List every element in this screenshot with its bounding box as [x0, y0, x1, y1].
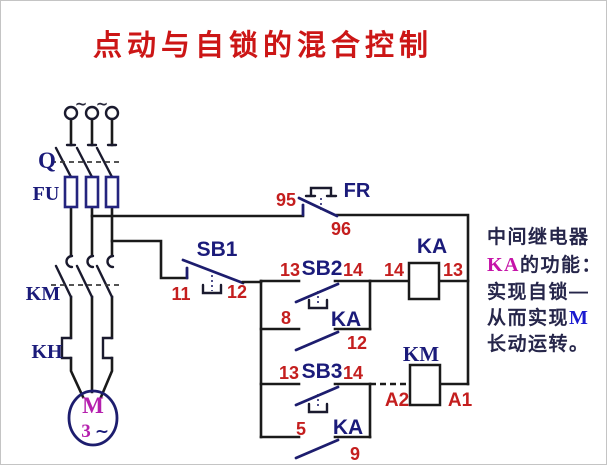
sb1-label: SB1	[197, 238, 238, 261]
annotation-line-2: KA的功能：	[487, 253, 602, 276]
ka-no2-label: KA	[333, 416, 363, 439]
motor-phase-tilde: ~	[95, 422, 109, 442]
motor-m: M 3 ~	[67, 389, 119, 447]
sb1-terminal-11: 11	[171, 284, 190, 304]
km-coil-terminal-a2: A2	[385, 390, 409, 411]
fuse-body	[104, 175, 120, 209]
annotation-ka: KA	[487, 254, 520, 276]
fuse-body	[63, 175, 79, 209]
annotation-line-5: 长动运转。	[487, 332, 590, 355]
sb2-terminal-13: 13	[280, 260, 300, 280]
control-circuit-wires	[259, 279, 470, 439]
contactor-km-label: KM	[26, 283, 61, 305]
motor-phase-digit: 3	[81, 421, 91, 442]
ka-no1-label: KA	[331, 308, 361, 331]
fr-label: FR	[344, 180, 371, 202]
annotation-m: M	[569, 307, 589, 329]
sb3-label: SB3	[302, 360, 343, 383]
fuse-body	[84, 175, 100, 209]
phase-terminal	[84, 105, 100, 121]
motor-circle	[67, 389, 119, 447]
fuse-fu-label: FU	[33, 183, 60, 205]
thermal-relay-kh: KH	[31, 336, 114, 363]
ka-no2-terminal-5: 5	[296, 419, 306, 439]
knife-switch-q: Q	[38, 143, 121, 179]
annotation-text: 中间继电器 KA的功能： 实现自锁— 从而实现M 长动运转。	[487, 225, 602, 355]
ka-coil-label: KA	[417, 235, 447, 258]
km-coil-terminal-a1: A1	[448, 390, 473, 411]
sb1-stop-button: SB1 11 12	[171, 238, 263, 304]
ka-coil-terminal-13: 13	[443, 260, 463, 280]
ka-coil-box	[407, 261, 441, 301]
fr-terminal-95: 95	[276, 190, 296, 210]
fuses-fu: FU	[33, 175, 120, 209]
page-title: 点动与自锁的混合控制	[93, 28, 433, 62]
ka-aux-contact-2: 5 KA 9	[294, 416, 363, 464]
sb3-jog-button: 13 SB3 14	[279, 360, 363, 414]
sb3-terminal-13: 13	[279, 363, 299, 383]
sb2-start-button: 13 SB2 14	[280, 257, 363, 310]
motor-letter: M	[82, 393, 104, 418]
km-coil-box	[408, 363, 442, 407]
switch-q-label: Q	[38, 148, 56, 173]
three-phase-supply: ~ ~	[63, 95, 120, 121]
ka-coil-terminal-14: 14	[384, 260, 404, 280]
sb1-terminal-12: 12	[227, 282, 247, 302]
annotation-line-1: 中间继电器	[487, 225, 590, 248]
sb2-label: SB2	[302, 257, 343, 280]
ka-aux-contact-1: 8 KA 12	[281, 308, 367, 353]
contactor-km-main-contacts: KM	[26, 254, 121, 305]
ac-tilde-mark: ~	[75, 95, 88, 113]
sb2-terminal-14: 14	[343, 260, 363, 280]
fr-thermal-contact: FR 95 96	[276, 180, 371, 239]
phase-terminal	[104, 105, 120, 121]
km-contactor-coil: KM A2 A1	[385, 342, 473, 411]
ka-no1-terminal-8: 8	[281, 308, 291, 328]
phase-terminal	[63, 105, 79, 121]
ka-no1-terminal-12: 12	[347, 333, 367, 353]
ka-no2-terminal-9: 9	[350, 444, 360, 464]
sb3-terminal-14: 14	[343, 363, 363, 383]
thermal-kh-label: KH	[31, 341, 63, 363]
annotation-line-4: 从而实现M	[487, 306, 589, 329]
ka-relay-coil: KA 14 13	[384, 235, 463, 301]
ac-tilde-mark: ~	[96, 95, 109, 113]
km-coil-label: KM	[403, 342, 439, 366]
fr-terminal-96: 96	[331, 219, 351, 239]
annotation-line-3: 实现自锁—	[487, 280, 590, 303]
